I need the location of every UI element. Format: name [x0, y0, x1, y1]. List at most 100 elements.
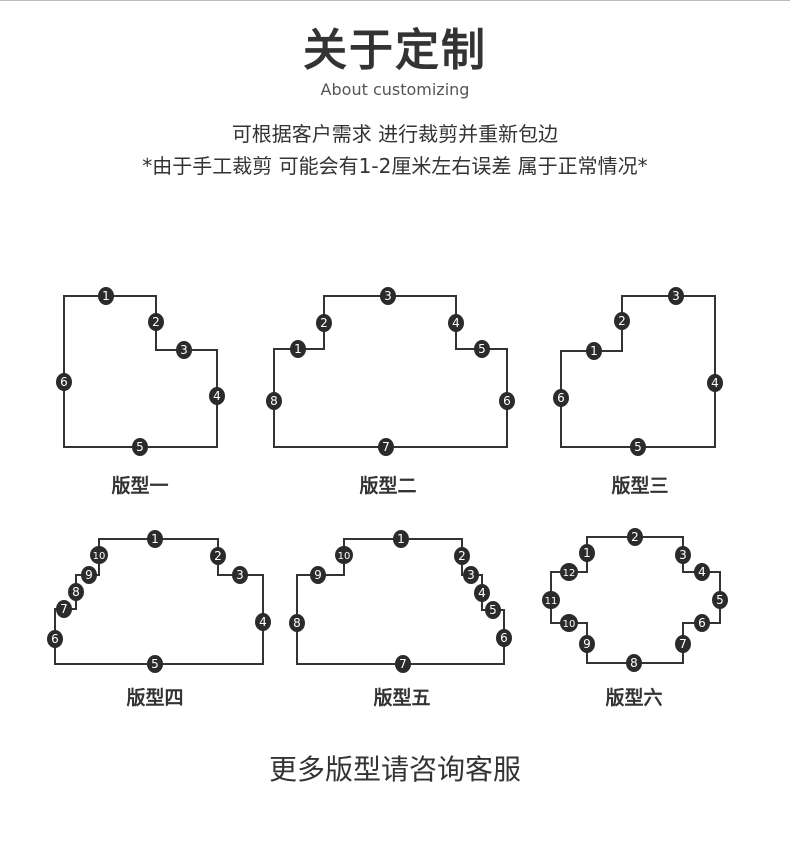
badge-number: 6 [698, 616, 706, 630]
edge-badge: 3 [232, 566, 248, 584]
edge-badge: 4 [448, 314, 464, 332]
edge-badge: 7 [378, 438, 394, 456]
page-subtitle: About customizing [320, 80, 470, 99]
badge-number: 6 [60, 375, 68, 389]
badge-circle [147, 530, 163, 548]
badge-number: 6 [51, 632, 59, 646]
badge-circle [255, 613, 271, 631]
badge-number: 1 [590, 344, 598, 358]
edge-badge: 11 [542, 591, 560, 609]
edge-badge: 5 [474, 340, 490, 358]
badge-circle [586, 342, 602, 360]
edge-badge: 1 [393, 530, 409, 548]
edge-badge: 8 [68, 583, 84, 601]
badge-number: 7 [399, 657, 407, 671]
edge-badge: 2 [627, 528, 643, 546]
edge-badge: 1 [586, 342, 602, 360]
badge-circle [485, 601, 501, 619]
edge-badge: 7 [675, 635, 691, 653]
badge-number: 6 [557, 391, 565, 405]
badge-number: 3 [180, 343, 188, 357]
badge-circle [579, 635, 595, 653]
shape-label-5: 版型五 [373, 687, 431, 709]
edge-badge: 1 [147, 530, 163, 548]
badge-circle [579, 544, 595, 562]
edge-badge: 9 [310, 566, 326, 584]
badge-number: 4 [452, 316, 460, 330]
badge-circle [474, 340, 490, 358]
badge-number: 5 [716, 593, 724, 607]
badge-circle [560, 614, 578, 632]
badge-circle [448, 314, 464, 332]
edge-badge: 6 [499, 392, 515, 410]
badge-number: 3 [467, 568, 475, 582]
shape-outline [63, 295, 218, 448]
badge-circle [81, 566, 97, 584]
badge-number: 8 [72, 585, 80, 599]
badge-circle [499, 392, 515, 410]
badge-number: 3 [384, 289, 392, 303]
edge-badge: 2 [454, 547, 470, 565]
edge-badge: 10 [560, 614, 578, 632]
badge-circle [310, 566, 326, 584]
badge-number: 7 [679, 637, 687, 651]
badge-number: 7 [382, 440, 390, 454]
page-title: 关于定制 [303, 25, 487, 76]
shape-label-4: 版型四 [126, 687, 184, 709]
badge-circle [560, 563, 578, 581]
badge-number: 4 [478, 586, 486, 600]
edge-badge: 10 [335, 546, 353, 564]
badge-number: 8 [293, 616, 301, 630]
edge-badge: 5 [630, 438, 646, 456]
badge-number: 2 [618, 314, 626, 328]
edge-badge: 9 [579, 635, 595, 653]
badge-circle [553, 389, 569, 407]
edge-badge: 1 [290, 340, 306, 358]
badge-number: 2 [214, 549, 222, 563]
badge-number: 4 [213, 389, 221, 403]
edge-badge: 6 [553, 389, 569, 407]
edge-badge: 3 [380, 287, 396, 305]
footer-note: 更多版型请咨询客服 [268, 753, 521, 786]
badge-circle [378, 438, 394, 456]
badge-number: 3 [679, 548, 687, 562]
badge-circle [668, 287, 684, 305]
badge-number: 4 [698, 565, 706, 579]
edge-badge: 4 [694, 563, 710, 581]
badge-circle [380, 287, 396, 305]
edge-badge: 3 [463, 566, 479, 584]
badge-number: 9 [314, 568, 322, 582]
edge-badge: 5 [485, 601, 501, 619]
shape-outline [560, 295, 716, 448]
badge-number: 1 [583, 546, 591, 560]
edge-badge: 3 [176, 341, 192, 359]
shape-outline [550, 536, 721, 664]
badge-circle [132, 438, 148, 456]
badge-number: 9 [583, 637, 591, 651]
edge-badge: 1 [98, 287, 114, 305]
edge-badge: 10 [90, 546, 108, 564]
edge-badge: 4 [255, 613, 271, 631]
badge-circle [626, 654, 642, 672]
badge-circle [56, 600, 72, 618]
badge-number: 5 [151, 657, 159, 671]
badge-number: 2 [320, 316, 328, 330]
badge-number: 10 [563, 619, 576, 630]
badge-circle [98, 287, 114, 305]
badge-number: 4 [259, 615, 267, 629]
badge-circle [147, 655, 163, 673]
badge-number: 1 [397, 532, 405, 546]
badge-circle [463, 566, 479, 584]
badge-number: 6 [503, 394, 511, 408]
top-divider [0, 0, 790, 1]
badge-number: 1 [102, 289, 110, 303]
badge-circle [694, 614, 710, 632]
badge-number: 3 [236, 568, 244, 582]
shape-label-6: 版型六 [605, 687, 663, 709]
badge-circle [290, 340, 306, 358]
